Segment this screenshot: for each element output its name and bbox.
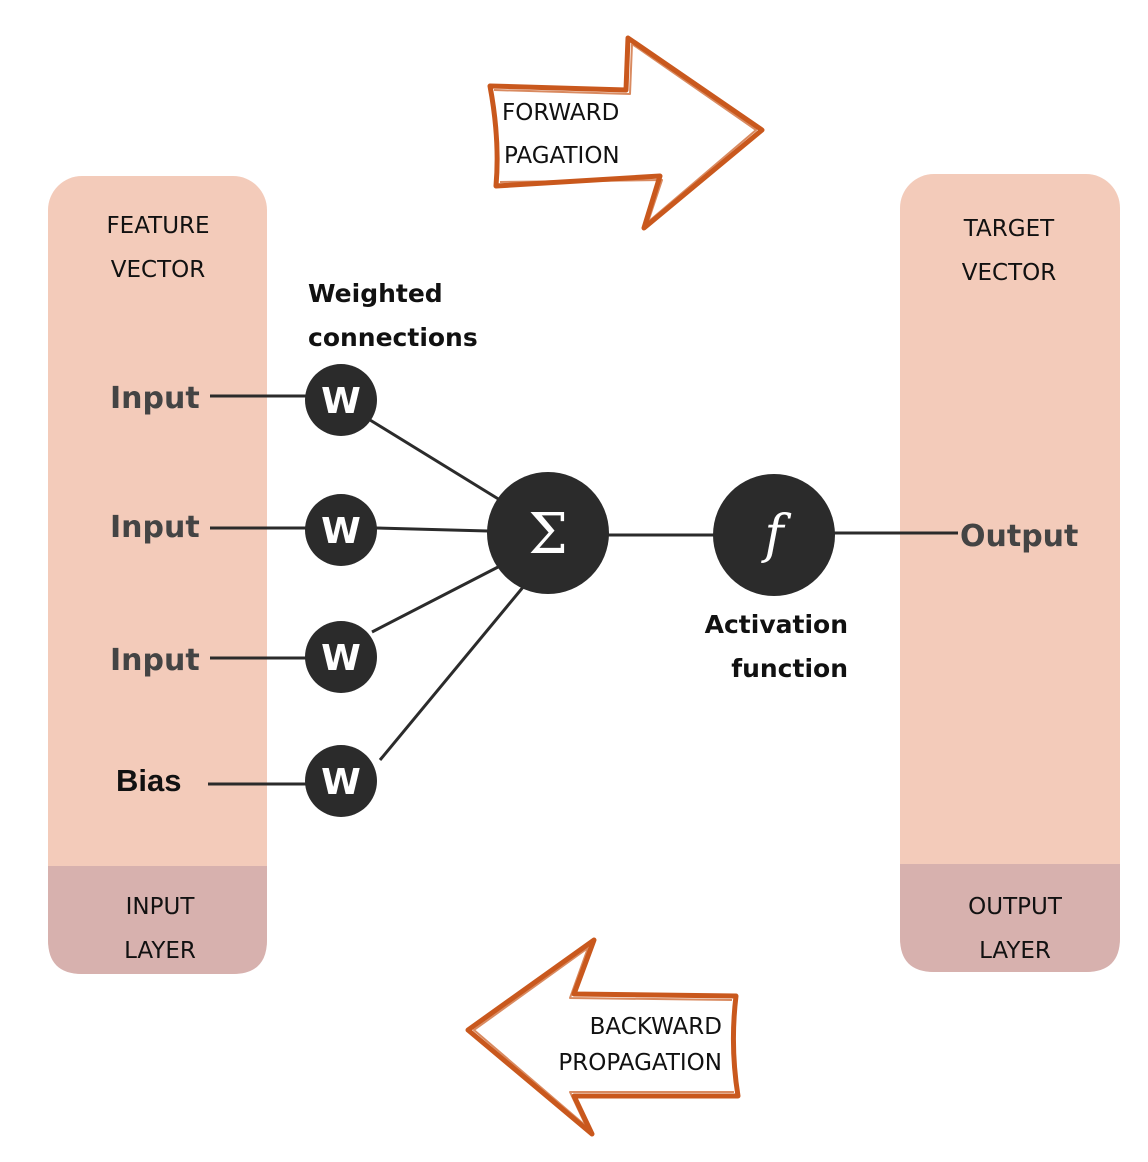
output-panel-footer-line1: OUTPUT xyxy=(968,894,1063,920)
weight-to-sum-line-3 xyxy=(371,564,501,634)
activation-label-line1: Activation xyxy=(705,610,848,639)
weight-node-2: W xyxy=(305,494,377,566)
connection-lines xyxy=(208,394,958,786)
output-panel-header-line1: TARGET xyxy=(963,216,1055,242)
output-panel-header-line2: VECTOR xyxy=(962,260,1056,286)
weight-node-1: W xyxy=(305,364,377,436)
bias-label: Bias xyxy=(116,763,181,798)
input-layer-panel: FEATURE VECTOR INPUT LAYER xyxy=(48,176,267,974)
weight-node-3-symbol: W xyxy=(321,638,361,679)
sigma-icon: Σ xyxy=(528,502,568,567)
output-panel-footer xyxy=(900,864,1120,972)
weight-to-sum-line-1 xyxy=(369,418,501,502)
input-panel-footer xyxy=(48,866,267,974)
activation-node: f xyxy=(713,474,835,596)
input-panel-header-line2: VECTOR xyxy=(111,257,205,283)
backward-arrow-line1: BACKWARD xyxy=(590,1014,722,1040)
forward-arrow-icon xyxy=(487,35,765,231)
weight-to-sum-line-2 xyxy=(375,526,489,533)
input-panel-footer-line2: LAYER xyxy=(124,938,196,964)
weighted-connections-line2: connections xyxy=(308,323,478,352)
weight-node-1-symbol: W xyxy=(321,381,361,422)
forward-propagation-arrow: FORWARD PAGATION xyxy=(487,35,765,231)
backward-arrow-icon xyxy=(465,937,741,1137)
backward-arrow-sketch-icon xyxy=(473,947,734,1127)
input-panel-footer-line1: INPUT xyxy=(126,894,196,920)
summation-node: Σ xyxy=(487,472,609,594)
input-panel-body xyxy=(48,176,267,974)
input-label-3: Input xyxy=(110,643,200,678)
input-label-1: Input xyxy=(110,381,200,416)
input-label-2: Input xyxy=(110,510,200,545)
weight-node-4: W xyxy=(305,745,377,817)
output-panel-footer-line2: LAYER xyxy=(979,938,1051,964)
weight-to-sum-line-4 xyxy=(378,585,526,761)
backward-arrow-line2: PROPAGATION xyxy=(558,1050,722,1076)
backward-propagation-arrow: BACKWARD PROPAGATION xyxy=(465,937,741,1137)
output-layer-panel: TARGET VECTOR OUTPUT LAYER xyxy=(900,174,1120,972)
forward-arrow-sketch-icon xyxy=(493,43,757,223)
activation-label-line2: function xyxy=(731,654,848,683)
forward-arrow-line2: PAGATION xyxy=(504,143,620,169)
output-panel-body xyxy=(900,174,1120,972)
forward-arrow-line1: FORWARD xyxy=(502,100,619,126)
weight-node-3: W xyxy=(305,621,377,693)
weight-node-2-symbol: W xyxy=(321,511,361,552)
weighted-connections-line1: Weighted xyxy=(308,279,443,308)
output-label: Output xyxy=(960,519,1078,554)
weight-node-4-symbol: W xyxy=(321,762,361,803)
input-panel-header-line1: FEATURE xyxy=(106,213,209,239)
